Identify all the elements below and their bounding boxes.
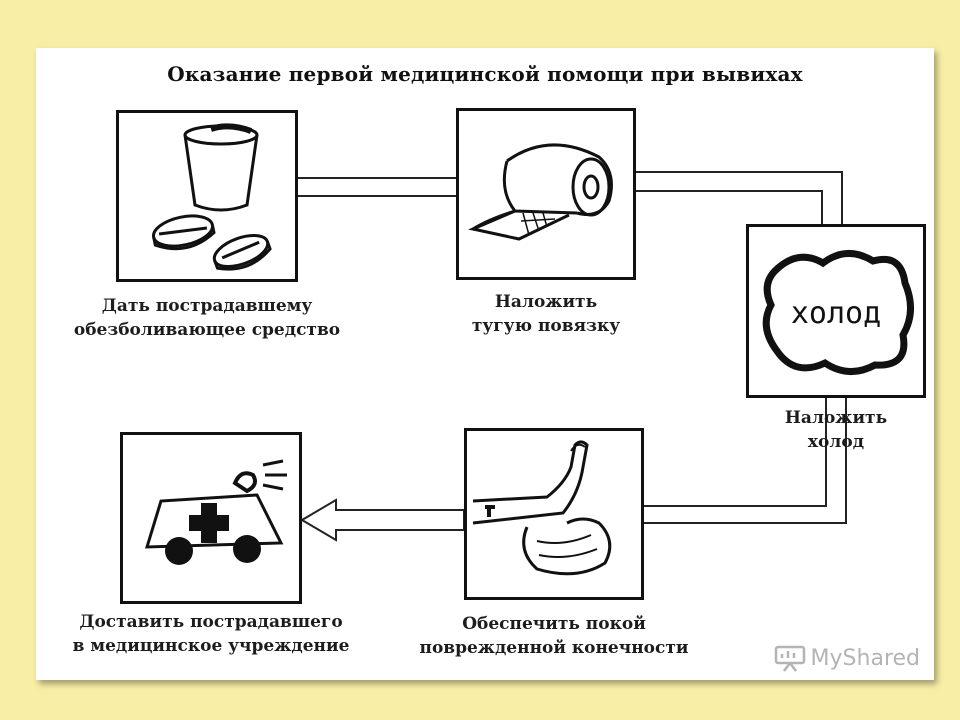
cup-and-pills-icon <box>152 123 272 271</box>
bandage-roll-icon <box>468 143 613 241</box>
cold-pack-icon: холод <box>762 250 914 375</box>
step-1-frame <box>116 110 298 282</box>
watermark-text: MyShared <box>810 645 920 671</box>
step-2-label: Наложить тугую повязку <box>471 292 621 336</box>
connector-4-5-arrow <box>300 498 465 542</box>
step-2-frame <box>456 108 636 280</box>
step-5-frame <box>120 432 302 604</box>
watermark: MyShared <box>773 644 920 672</box>
step-3-label: Наложить холод <box>784 408 888 452</box>
step-5-label: Доставить пострадавшего в медицинское уч… <box>72 612 350 656</box>
step-4-frame <box>464 428 644 600</box>
resting-limb-icon <box>472 440 612 576</box>
ambulance-icon <box>144 459 287 565</box>
cold-pack-text: холод <box>791 296 881 331</box>
connector-2-3 <box>636 171 843 224</box>
diagram-title: Оказание первой медицинской помощи при в… <box>167 62 803 86</box>
presentation-board-icon <box>774 645 805 672</box>
step-1-label: Дать пострадавшему обезболивающее средст… <box>73 296 341 340</box>
slide: Оказание первой медицинской помощи при в… <box>36 48 934 680</box>
connector-3-4 <box>644 398 847 524</box>
red-cross-icon <box>165 503 261 565</box>
connector-1-2 <box>298 177 456 197</box>
step-3-frame: холод <box>746 224 926 398</box>
flow-connectors <box>298 171 847 542</box>
step-4-label: Обеспечить покой поврежденной конечности <box>419 614 689 658</box>
